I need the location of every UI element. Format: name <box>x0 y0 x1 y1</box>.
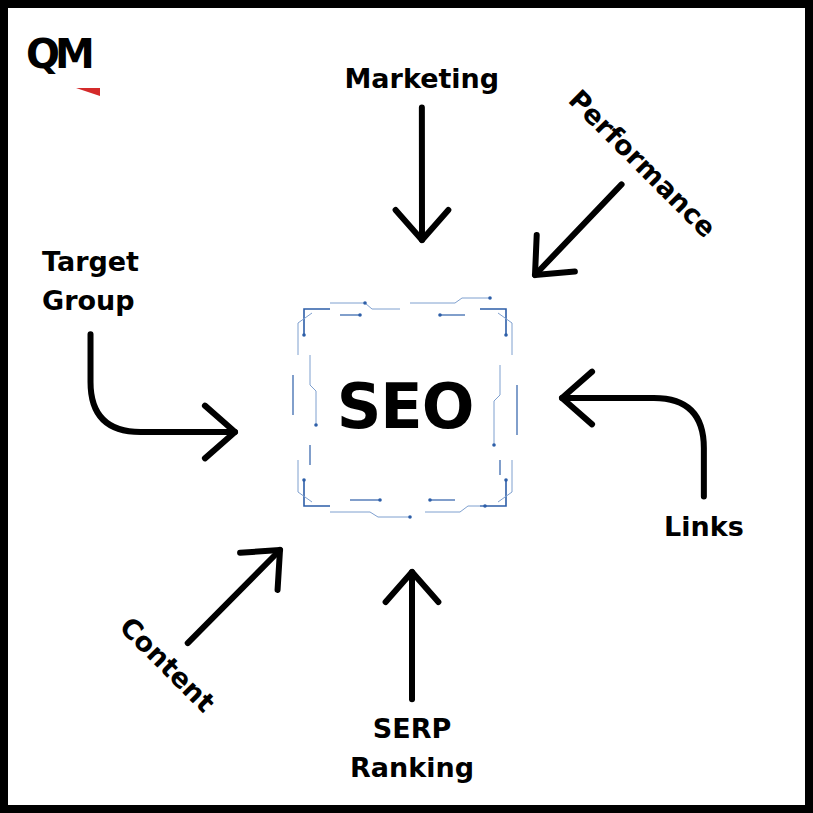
circuit-dot <box>428 498 432 502</box>
logo-text: QM <box>26 34 90 74</box>
circuit-trace <box>292 375 293 415</box>
factor-label: Links <box>664 507 744 546</box>
arrow-shaft <box>91 334 235 432</box>
center-title: SEO <box>290 375 520 437</box>
circuit-dot <box>408 515 412 519</box>
factor-label: SERP Ranking <box>350 709 474 787</box>
arrow-connector <box>386 572 439 699</box>
circuit-dot <box>492 443 496 447</box>
arrow-shaft <box>535 184 622 275</box>
circuit-dot <box>378 498 382 502</box>
circuit-trace <box>480 309 506 335</box>
arrow-connector <box>396 108 449 240</box>
circuit-trace <box>425 506 485 512</box>
arrow-shaft <box>419 108 425 240</box>
arrow-head <box>396 210 449 240</box>
logo-triangle <box>76 88 100 96</box>
circuit-trace <box>304 480 330 506</box>
circuit-trace <box>516 385 517 435</box>
circuit-trace <box>498 313 512 355</box>
arrow-connector <box>91 334 235 458</box>
arrow-connector <box>188 550 280 643</box>
arrow-head <box>386 572 439 602</box>
arrow-head <box>240 550 280 590</box>
circuit-trace <box>430 499 455 500</box>
arrow-shaft <box>188 550 280 643</box>
circuit-dot <box>358 313 362 317</box>
seo-box: SEO <box>290 295 520 520</box>
circuit-dot <box>302 333 306 337</box>
circuit-trace <box>480 480 506 506</box>
circuit-trace <box>498 460 512 502</box>
arrow-connector <box>535 184 622 275</box>
factor-text: SERP Ranking <box>350 709 474 787</box>
circuit-dot <box>363 301 367 305</box>
circuit-trace <box>340 314 360 315</box>
arrow-connector <box>562 372 704 497</box>
circuit-trace <box>298 313 312 355</box>
arrow-head <box>535 235 575 275</box>
circuit-dot <box>314 423 318 427</box>
circuit-trace <box>350 499 380 500</box>
circuit-trace <box>410 298 490 303</box>
factor-text: Marketing <box>345 59 500 98</box>
circuit-trace <box>499 460 500 475</box>
circuit-dot <box>483 504 487 508</box>
circuit-trace <box>440 314 465 315</box>
circuit-trace <box>494 365 500 445</box>
factor-label: Marketing <box>345 59 500 98</box>
circuit-dot <box>438 313 442 317</box>
circuit-trace <box>298 460 312 502</box>
circuit-dot <box>504 478 508 482</box>
factor-text: Links <box>664 507 744 546</box>
arrow-head <box>562 372 592 425</box>
factor-text: Target Group <box>42 242 139 320</box>
arrow-shaft <box>409 572 415 699</box>
circuit-trace <box>309 445 310 465</box>
circuit-trace <box>304 309 330 335</box>
factor-label: Target Group <box>42 242 139 320</box>
circuit-dot <box>488 296 492 300</box>
circuit-trace <box>330 512 410 517</box>
arrow-head <box>205 406 235 459</box>
circuit-dot <box>302 478 306 482</box>
circuit-trace <box>310 355 316 425</box>
circuit-dot <box>504 333 508 337</box>
